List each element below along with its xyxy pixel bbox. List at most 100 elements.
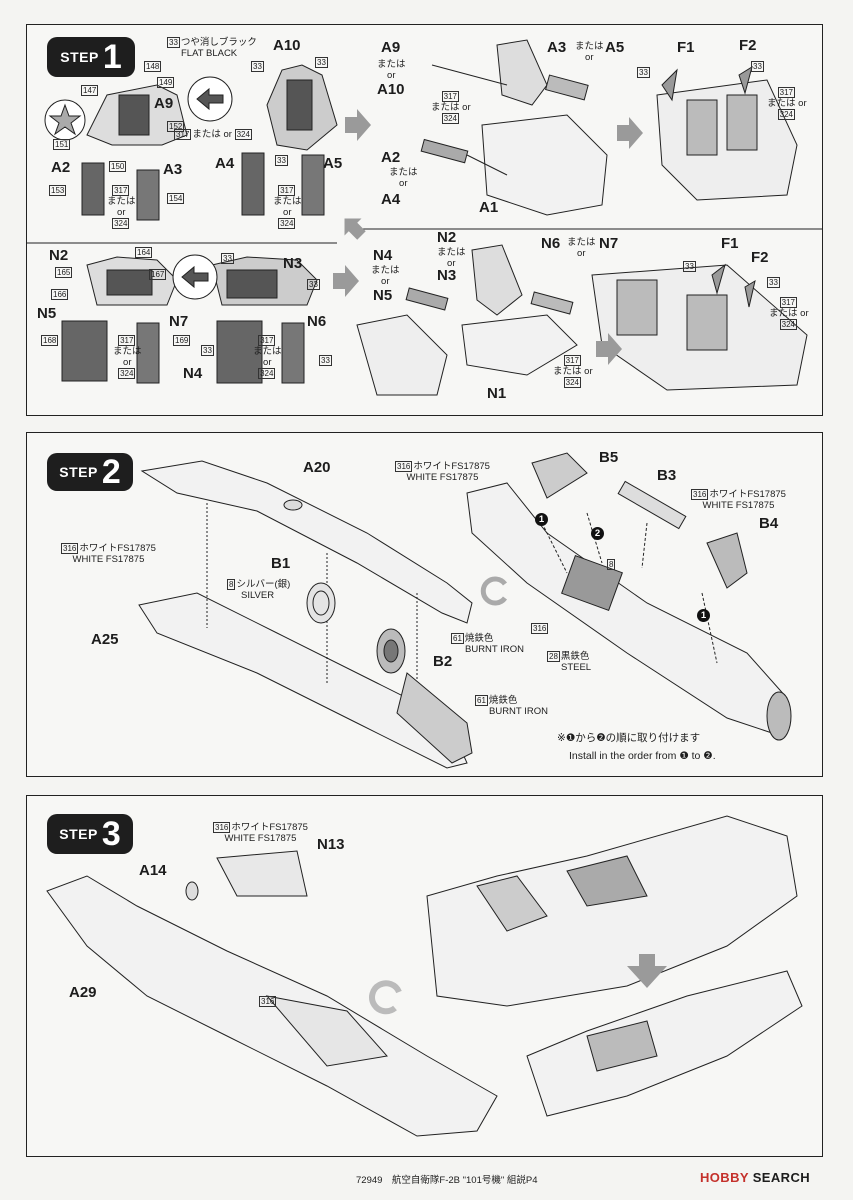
- color-33: 33: [307, 279, 320, 290]
- decal-150: 150: [109, 161, 127, 172]
- order-note-jp: ※❶から❷の順に取り付けます: [557, 732, 701, 744]
- mata-wa: または: [377, 59, 406, 70]
- or-label: or: [447, 258, 456, 269]
- part-n1: N1: [487, 385, 507, 402]
- part-a3b: A3: [547, 39, 567, 56]
- or-label: or: [283, 207, 292, 218]
- part-b4: B4: [759, 515, 779, 532]
- color-33: 33: [683, 261, 696, 272]
- color-317: 317: [441, 91, 459, 102]
- part-a14: A14: [139, 862, 167, 879]
- part-a3: A3: [163, 161, 183, 178]
- color-33-d: 33: [637, 67, 651, 78]
- color-324: 324: [441, 113, 459, 124]
- color-number: 33: [167, 37, 180, 48]
- color-324: 324: [777, 109, 795, 120]
- color-33: 33: [315, 57, 328, 68]
- or-label: or: [263, 357, 272, 368]
- decal-148: 148: [144, 61, 162, 72]
- step-word: STEP: [59, 826, 98, 842]
- mata-wa: または: [553, 366, 582, 377]
- mata-wa: または: [769, 308, 798, 319]
- part-a2: A2: [51, 159, 71, 176]
- color-324: 324: [112, 218, 130, 229]
- color-name-jp: ホワイトFS17875: [413, 461, 490, 472]
- decal-number: 153: [49, 185, 67, 196]
- mata-wa: または: [273, 196, 302, 207]
- color-317: 317: [779, 297, 797, 308]
- decal-164: 164: [135, 247, 153, 258]
- part-b5: B5: [599, 449, 619, 466]
- color-number: 316: [61, 543, 79, 554]
- decal-152: 152: [167, 121, 185, 132]
- step-number: 1: [102, 38, 122, 76]
- part-f1: F1: [677, 39, 695, 56]
- part-n5b: N5: [373, 287, 393, 304]
- part-n2b: N2: [437, 229, 457, 246]
- order-badge-2: 2: [591, 527, 604, 540]
- color-name-en: STEEL: [561, 662, 592, 673]
- color-317: 317: [174, 129, 192, 140]
- color-33: 33: [251, 61, 264, 72]
- color-33-g: 33: [307, 279, 321, 290]
- part-a2b: A2: [381, 149, 401, 166]
- decal-number: 168: [41, 335, 59, 346]
- color-33-a: 33: [251, 61, 265, 72]
- decal-number: 164: [135, 247, 153, 258]
- step3-illustration: [46, 815, 803, 1137]
- color-name-en: BURNT IRON: [489, 706, 548, 717]
- or-label: or: [798, 98, 807, 109]
- color-8-ref: 8: [607, 559, 616, 570]
- color-name-jp: ホワイトFS17875: [231, 822, 308, 833]
- color-317: 317: [112, 185, 130, 196]
- color-name-en: WHITE FS17875: [702, 500, 775, 511]
- order-note-en: Install in the order from ❶ to ❷.: [569, 750, 716, 762]
- color-316-ref: 316: [259, 996, 277, 1007]
- step3-badge: STEP 3: [47, 814, 133, 854]
- color-number: 316: [531, 623, 549, 634]
- decal-number: 148: [144, 61, 162, 72]
- color-33: 33: [319, 355, 332, 366]
- color-number: 61: [451, 633, 464, 644]
- color-33-j: 33: [683, 261, 697, 272]
- hobby-search-watermark: HOBBY SEARCH: [700, 1170, 810, 1185]
- or-label: or: [462, 102, 471, 113]
- step1-panel: STEP 1: [26, 24, 823, 416]
- color-317: 317: [777, 87, 795, 98]
- color-number: 8: [607, 559, 616, 570]
- step1-illustration: [27, 39, 822, 396]
- decal-154: 154: [167, 193, 185, 204]
- decal-168: 168: [41, 335, 59, 346]
- part-n6: N6: [307, 313, 327, 330]
- decal-number: 165: [55, 267, 73, 278]
- or-label: or: [223, 129, 232, 140]
- step2-panel: STEP 2: [26, 432, 823, 777]
- mata-wa: または: [567, 237, 596, 248]
- color-number: 316: [213, 822, 231, 833]
- mata-wa: または: [575, 41, 604, 52]
- mata-wa: または: [389, 167, 418, 178]
- color-324: 324: [118, 368, 136, 379]
- color-33: 33: [275, 155, 288, 166]
- part-f1b: F1: [721, 235, 739, 252]
- part-a29: A29: [69, 984, 97, 1001]
- color-name-jp: 焼鉄色: [464, 633, 494, 644]
- part-a4b: A4: [381, 191, 401, 208]
- color-33-c: 33: [315, 57, 329, 68]
- color-name-en: WHITE FS17875: [72, 554, 145, 565]
- color-number: 316: [395, 461, 413, 472]
- decal-number: 167: [149, 269, 167, 280]
- part-a5b: A5: [605, 39, 625, 56]
- step-word: STEP: [59, 464, 98, 480]
- color-316-ref: 316: [531, 623, 549, 634]
- color-33-i: 33: [319, 355, 333, 366]
- color-number: 28: [547, 651, 560, 662]
- step-number: 3: [101, 815, 121, 853]
